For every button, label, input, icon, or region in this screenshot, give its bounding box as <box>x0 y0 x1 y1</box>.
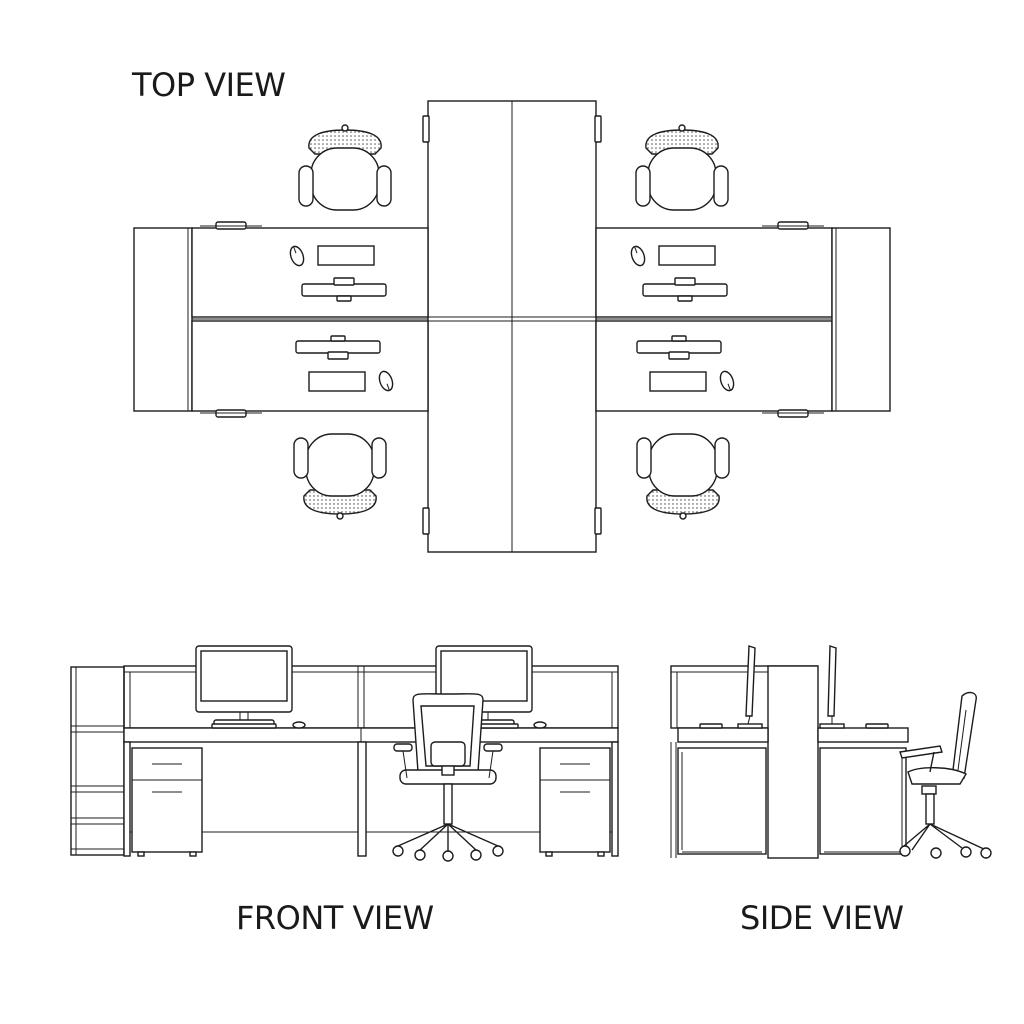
chair-top-3 <box>293 433 387 520</box>
side-view-label: SIDE VIEW <box>740 899 903 937</box>
left-end-storage <box>133 227 193 412</box>
mouse-top-1 <box>289 245 305 267</box>
chair-front <box>392 693 504 862</box>
keyboard-top-1 <box>317 245 375 266</box>
storage-tower <box>70 666 125 856</box>
monitor-front-1 <box>195 645 293 727</box>
side-desk-right <box>817 727 909 743</box>
mouse-top-4 <box>719 370 735 392</box>
side-desk-left <box>677 727 769 743</box>
mouse-top-3 <box>378 370 394 392</box>
side-center-tower <box>767 665 819 859</box>
front-view-label: FRONT VIEW <box>236 899 434 937</box>
keyboard-top-4 <box>649 371 707 392</box>
chair-top-1 <box>298 124 392 211</box>
side-view-elevation <box>670 645 992 859</box>
top-view-label: TOP VIEW <box>131 66 285 104</box>
front-desk-top <box>123 727 619 743</box>
desk-top-left-upper <box>191 227 429 318</box>
desk-top-right-upper <box>595 227 833 318</box>
chair-top-2 <box>635 124 729 211</box>
chair-side <box>899 691 992 859</box>
front-view-elevation <box>70 645 619 862</box>
right-end-storage <box>831 227 891 412</box>
chair-top-4 <box>636 433 730 520</box>
keyboard-top-3 <box>308 371 366 392</box>
top-view-plan <box>133 100 891 553</box>
keyboard-top-2 <box>658 245 716 266</box>
pedestal-front-1 <box>131 747 203 857</box>
pedestal-front-2 <box>539 747 611 857</box>
mouse-top-2 <box>630 245 646 267</box>
desk-top-left-lower <box>191 320 429 412</box>
desk-top-right-lower <box>595 320 833 412</box>
